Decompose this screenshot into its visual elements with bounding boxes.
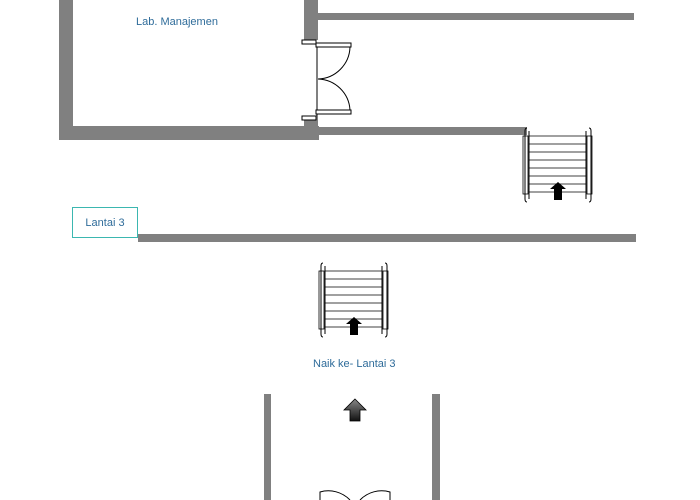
wall-corridor-top <box>318 13 634 20</box>
floor-tag: Lantai 3 <box>72 207 138 238</box>
room-label-lab-manajemen: Lab. Manajemen <box>136 16 218 28</box>
wall-lab-right-top <box>304 0 318 40</box>
walls <box>59 0 636 500</box>
wall-stair-left <box>264 394 271 500</box>
staircase-icon <box>522 127 593 203</box>
wall-lab-left <box>59 0 73 140</box>
wall-corridor-bottom <box>318 127 527 135</box>
stair-direction-label: Naik ke- Lantai 3 <box>313 358 396 370</box>
staircase-icon <box>318 262 389 338</box>
double-door-lab[interactable] <box>301 39 352 121</box>
floor-tag-label: Lantai 3 <box>85 216 125 229</box>
up-arrow-icon <box>343 398 367 422</box>
wall-lab-bottom <box>59 126 319 140</box>
double-door-bottom[interactable] <box>319 490 391 500</box>
wall-lab-right-bottom <box>304 116 318 140</box>
wall-stair-right <box>432 394 440 500</box>
wall-lantai3 <box>138 234 636 242</box>
